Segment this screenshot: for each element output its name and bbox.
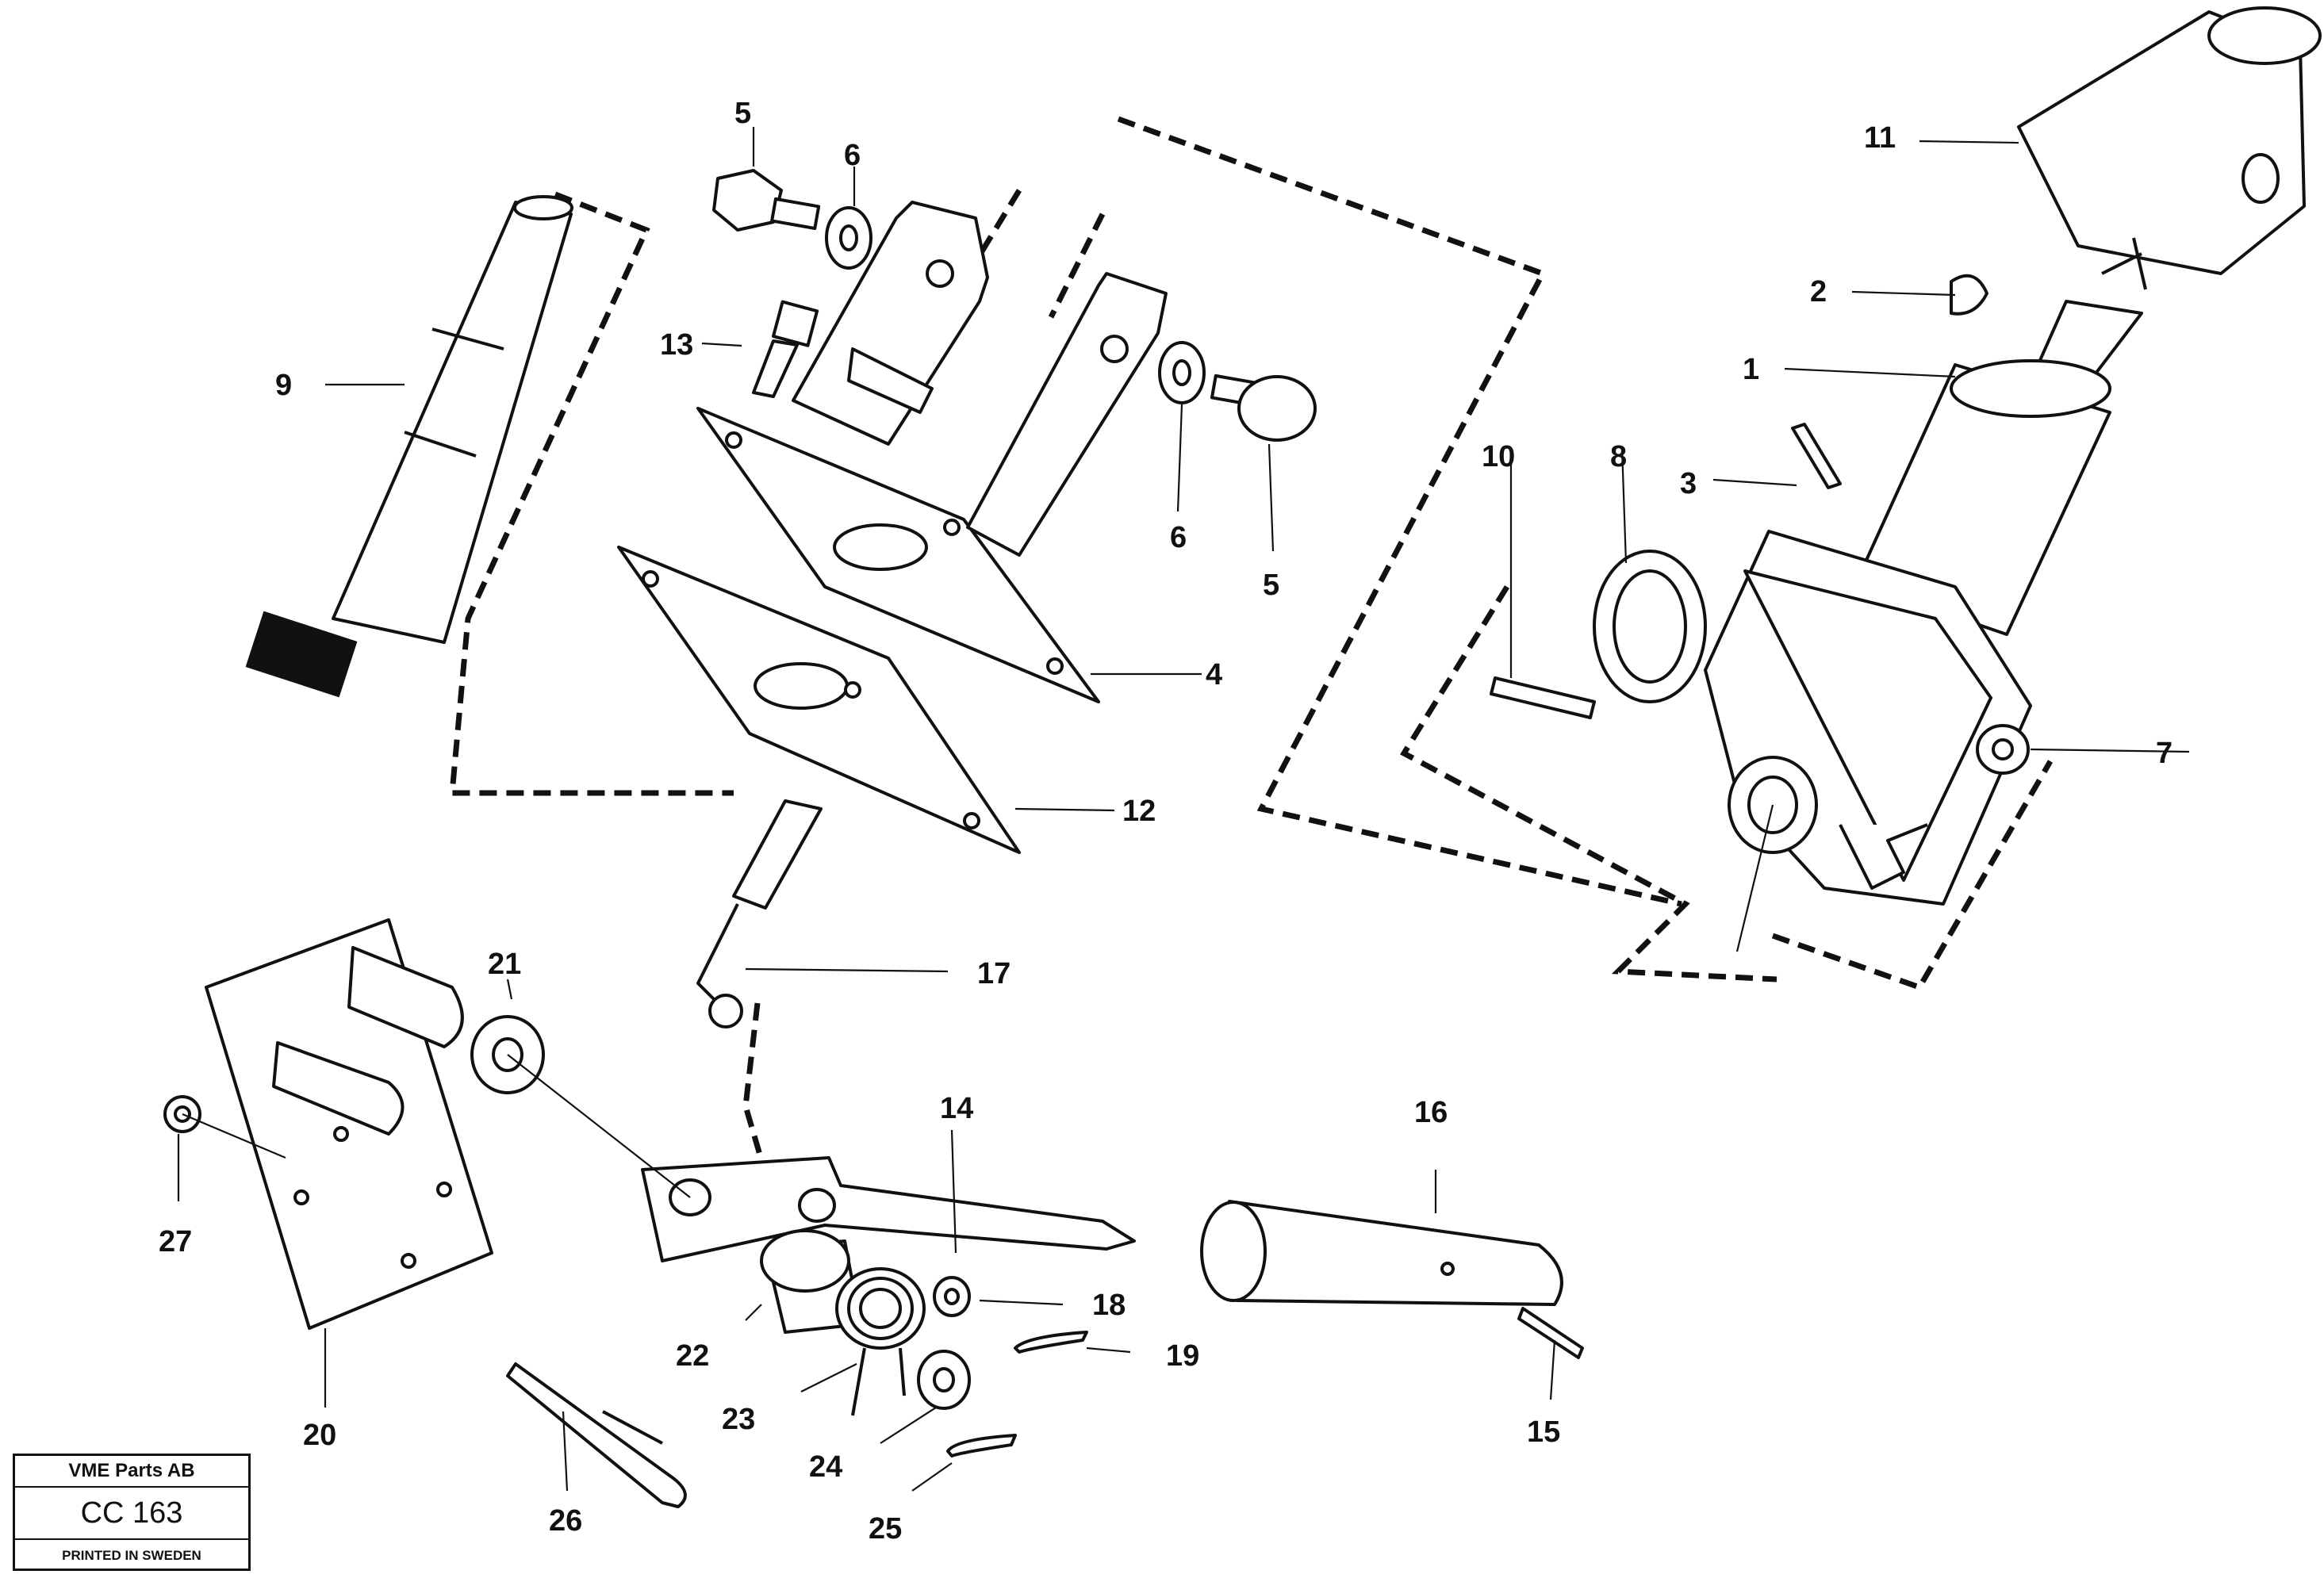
part-10-pin [1490, 676, 1596, 719]
part-15-pin [1517, 1307, 1584, 1359]
part-8-spring-clip [1593, 550, 1707, 703]
label-part-5-lower: 5 [1263, 569, 1279, 602]
part-6-washer-lower [1158, 341, 1206, 404]
label-part-4: 4 [1206, 658, 1222, 691]
part-9-shaft [245, 195, 573, 698]
part-11-knob [2017, 6, 2322, 290]
part-5-bolt-lower [1210, 373, 1317, 442]
part-1-lever-tube [1854, 300, 2143, 636]
label-part-11: 11 [1864, 121, 1896, 155]
label-part-19: 19 [1166, 1339, 1199, 1373]
printed-note: PRINTED IN SWEDEN [62, 1548, 201, 1563]
title-block: VME Parts AB CC 163 PRINTED IN SWEDEN [13, 1454, 251, 1571]
part-5-bolt-upper [712, 169, 821, 232]
label-part-8: 8 [1610, 440, 1627, 473]
label-part-15: 15 [1527, 1415, 1560, 1449]
part-19-cotter-pin [1014, 1331, 1088, 1354]
part-6-washer-upper [825, 206, 872, 270]
label-part-1: 1 [1743, 353, 1759, 386]
lever-housing [1704, 530, 2032, 906]
label-part-22: 22 [676, 1339, 709, 1373]
label-part-7: 7 [2156, 737, 2173, 770]
assembly-dashed-outlines [449, 116, 2054, 1174]
part-17-rod [696, 799, 823, 1028]
part-12-plate [617, 546, 1021, 854]
label-part-23: 23 [722, 1403, 755, 1436]
label-part-16: 16 [1414, 1096, 1448, 1129]
label-part-9: 9 [275, 369, 292, 402]
company-name: VME Parts AB [15, 1456, 248, 1488]
label-part-21: 21 [488, 948, 521, 981]
label-part-20: 20 [303, 1419, 336, 1452]
label-part-5-upper: 5 [734, 97, 751, 130]
part-labels: 1 2 3 4 5 5 6 6 7 8 9 10 11 12 13 14 15 … [159, 97, 2173, 1546]
label-part-27: 27 [159, 1225, 192, 1258]
label-part-2: 2 [1810, 275, 1827, 308]
label-part-17: 17 [977, 957, 1011, 990]
part-16-tube [1200, 1200, 1563, 1306]
part-14-lever-arm [641, 1156, 1136, 1262]
part-13-screw [752, 300, 819, 398]
label-part-13: 13 [660, 328, 693, 362]
part-26-tension-pin [506, 1362, 687, 1508]
label-part-14: 14 [940, 1092, 973, 1125]
part-20-bracket-plate [205, 918, 493, 1330]
label-part-18: 18 [1092, 1289, 1126, 1322]
part-2-key [1950, 274, 1988, 316]
label-part-24: 24 [809, 1450, 842, 1484]
label-part-12: 12 [1122, 795, 1156, 828]
label-part-10: 10 [1482, 440, 1515, 473]
part-18-washer [933, 1276, 971, 1317]
part-24-washer [917, 1350, 971, 1410]
label-part-6-upper: 6 [844, 139, 861, 172]
part-3-pin [1791, 423, 1842, 489]
label-part-26: 26 [549, 1504, 582, 1538]
part-23-torsion-spring [835, 1267, 926, 1416]
label-part-6-lower: 6 [1170, 521, 1187, 554]
drawing-code: CC 163 [15, 1488, 248, 1540]
leader-lines [177, 127, 2190, 1492]
part-7-washer [1976, 724, 2030, 775]
label-part-25: 25 [869, 1512, 902, 1546]
part-25-cotter-pin [946, 1434, 1017, 1458]
part-4-bracket [696, 201, 1168, 703]
label-part-3: 3 [1680, 467, 1697, 500]
